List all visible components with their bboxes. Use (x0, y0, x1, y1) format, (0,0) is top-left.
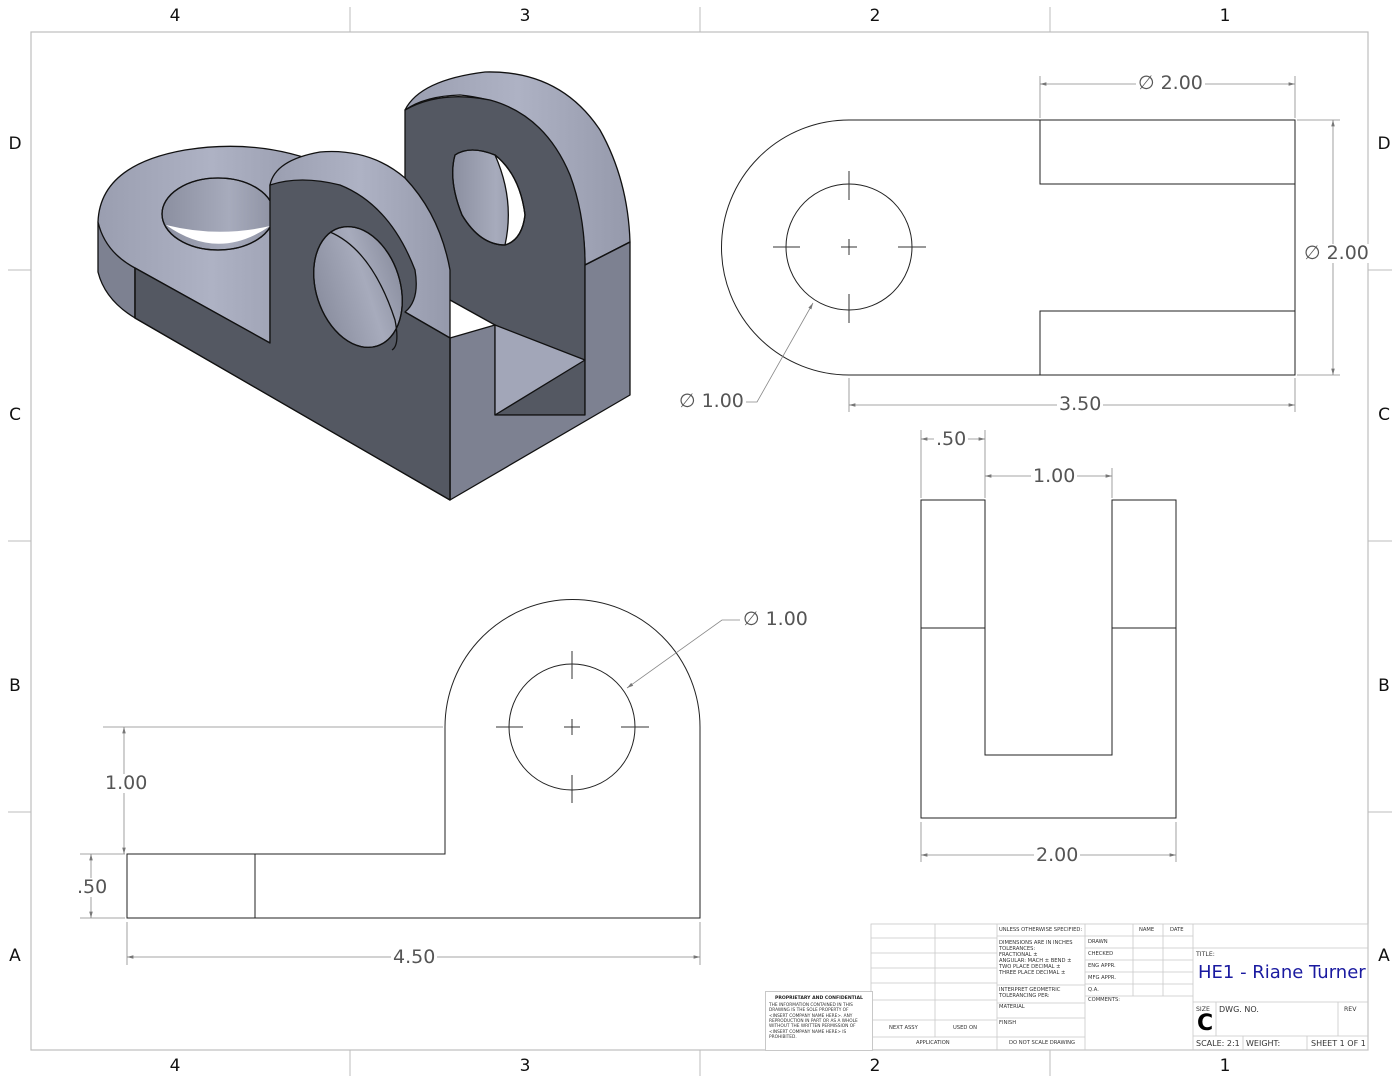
zone-col-2-top: 2 (869, 6, 881, 26)
zone-col-1-top: 1 (1219, 6, 1231, 26)
zone-col-4-bottom: 4 (169, 1056, 181, 1076)
dim-front-hole-diameter: ∅ 1.00 (741, 608, 810, 630)
size-value: C (1197, 1011, 1214, 1036)
proprietary-heading: PROPRIETARY AND CONFIDENTIAL (774, 996, 863, 1001)
dim-right-slot: 1.00 (1031, 465, 1078, 487)
zone-col-3-bottom: 3 (519, 1056, 531, 1076)
sig-qa: Q.A. (1088, 987, 1099, 993)
zone-col-3-top: 3 (519, 6, 531, 26)
finish-label: FINISH (999, 1020, 1017, 1026)
isometric-view (97, 71, 631, 501)
zone-row-a-right: A (1378, 946, 1390, 966)
zone-col-2-bottom: 2 (869, 1056, 881, 1076)
zone-col-1-bottom: 1 (1219, 1056, 1231, 1076)
zone-row-b-right: B (1378, 676, 1390, 696)
dimensions-note: DIMENSIONS ARE IN INCHES (999, 940, 1073, 946)
dim-right-overall: 2.00 (1034, 844, 1081, 866)
tolerancing-per: TOLERANCING PER: (999, 993, 1050, 999)
sheet-number: SHEET 1 OF 1 (1311, 1039, 1366, 1048)
tolerances-label: TOLERANCES: (999, 946, 1036, 952)
proprietary-body: THE INFORMATION CONTAINED IN THIS DRAWIN… (769, 1003, 858, 1041)
zone-row-b-left: B (9, 676, 21, 696)
sig-drawn: DRAWN (1088, 939, 1108, 945)
dim-front-upright-height: 1.00 (103, 772, 150, 794)
rev-label: REV (1344, 1006, 1357, 1013)
zone-row-d-right: D (1377, 134, 1391, 154)
dim-front-base-height: .50 (75, 876, 110, 898)
right-view (920, 430, 1177, 862)
title-block-grid (870, 923, 1369, 1051)
zone-row-a-left: A (9, 946, 21, 966)
sig-eng-appr: ENG APPR. (1088, 963, 1116, 969)
sig-date-header: DATE (1170, 927, 1184, 933)
front-view (80, 599, 740, 965)
scale-value: SCALE: 2:1 (1196, 1039, 1240, 1048)
zone-row-c-right: C (1378, 405, 1390, 425)
unless-specified: UNLESS OTHERWISE SPECIFIED: (999, 927, 1083, 933)
sig-mfg-appr: MFG APPR. (1088, 975, 1117, 981)
dim-top-overall-width: ∅ 2.00 (1302, 242, 1371, 264)
interpret-geometric: INTERPRET GEOMETRIC (999, 987, 1061, 993)
do-not-scale: DO NOT SCALE DRAWING (1009, 1040, 1076, 1046)
material-label: MATERIAL (999, 1004, 1025, 1010)
three-place-tolerance: THREE PLACE DECIMAL ± (999, 970, 1066, 976)
zone-row-c-left: C (9, 405, 21, 425)
dim-front-length: 4.50 (391, 946, 438, 968)
angular-tolerance: ANGULAR: MACH ± BEND ± (999, 958, 1072, 964)
two-place-tolerance: TWO PLACE DECIMAL ± (999, 964, 1061, 970)
proprietary-notice: PROPRIETARY AND CONFIDENTIAL THE INFORMA… (765, 991, 873, 1051)
sig-name-header: NAME (1139, 927, 1155, 933)
sig-comments: COMMENTS: (1088, 997, 1121, 1003)
title-label: TITLE: (1196, 951, 1215, 958)
next-assy-label: NEXT ASSY (889, 1025, 918, 1031)
application-label: APPLICATION (916, 1040, 950, 1046)
top-view (721, 76, 1340, 412)
sheet-border (8, 7, 1392, 1076)
zone-row-d-left: D (8, 134, 22, 154)
zone-col-4-top: 4 (169, 6, 181, 26)
size-label: SIZE (1196, 1006, 1210, 1013)
dim-top-slot-width: ∅ 2.00 (1136, 72, 1205, 94)
sig-checked: CHECKED (1088, 951, 1114, 957)
dim-top-length: 3.50 (1057, 393, 1104, 415)
weight-label: WEIGHT: (1246, 1039, 1281, 1048)
dim-top-hole-diameter: ∅ 1.00 (677, 390, 746, 412)
used-on-label: USED ON (953, 1025, 977, 1031)
dim-right-wall: .50 (934, 428, 969, 450)
drawing-title: HE1 - Riane Turner (1198, 962, 1366, 983)
fractional-tolerance: FRACTIONAL ± (999, 952, 1038, 958)
dwg-no-label: DWG. NO. (1219, 1005, 1259, 1014)
